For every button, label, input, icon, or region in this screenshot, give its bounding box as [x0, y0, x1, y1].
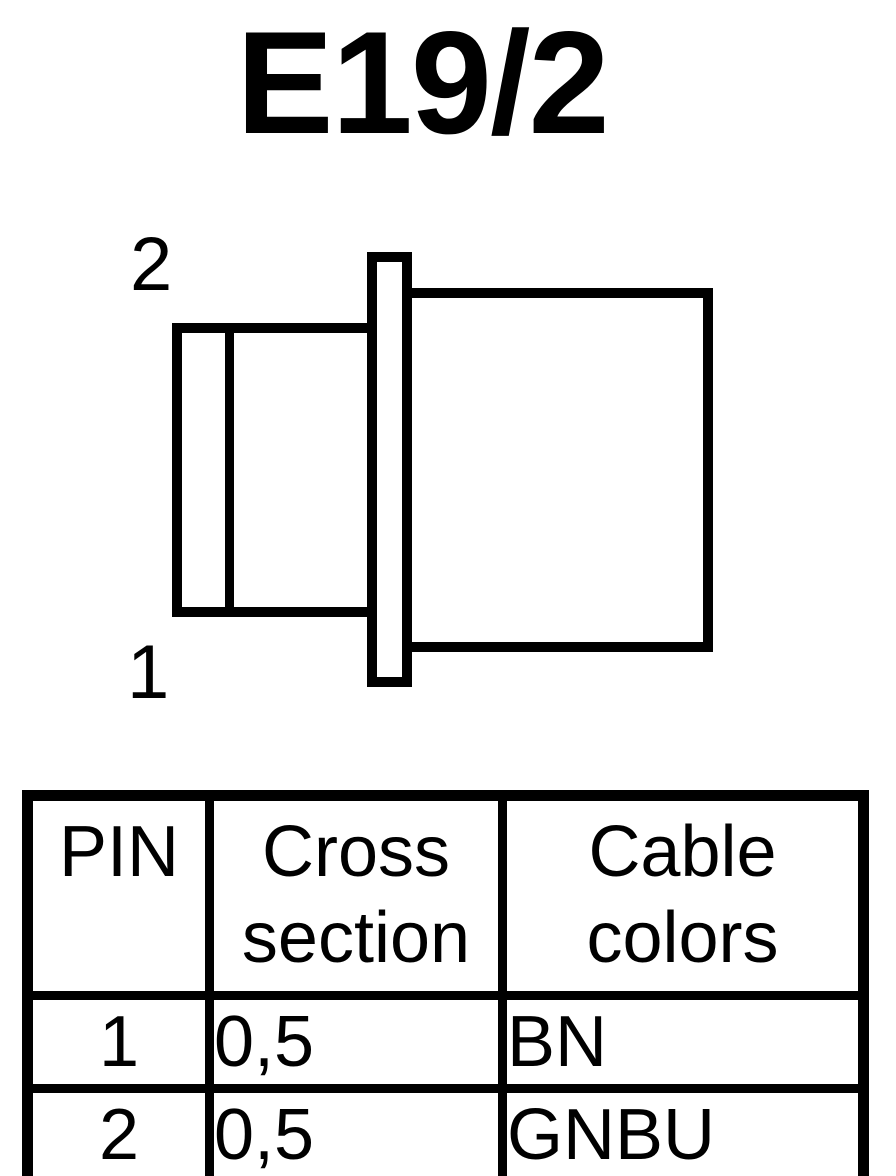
pin-2-cross-section-cell: 0,5 — [205, 1084, 507, 1176]
table-header-row: PIN Cross section Cable colors — [23, 791, 868, 1000]
connector-flange-outline — [367, 252, 412, 687]
column-header-cross-section: Cross section — [205, 791, 507, 1000]
column-header-cable-colors: Cable colors — [498, 791, 868, 1000]
table-row: 1 0,5 BN — [23, 991, 868, 1093]
pin-1-number-cell: 1 — [23, 991, 214, 1093]
pin-1-cross-section-cell: 0,5 — [205, 991, 507, 1093]
cable-entry-divider-line — [225, 333, 234, 607]
connector-figure: 2 1 — [127, 222, 713, 715]
pin-table: PIN Cross section Cable colors 1 0,5 BN … — [22, 790, 869, 1176]
column-header-pin: PIN — [23, 791, 214, 1000]
pin-1-label: 1 — [127, 630, 170, 715]
table-row: 2 0,5 GNBU — [23, 1084, 868, 1176]
pin-2-cable-color-cell: GNBU — [498, 1084, 868, 1176]
pin-2-label: 2 — [130, 222, 173, 307]
pin-2-number-cell: 2 — [23, 1084, 214, 1176]
page-title: E19/2 — [236, 1, 610, 164]
pin-1-cable-color-cell: BN — [498, 991, 868, 1093]
connector-cable-entry-outline — [172, 323, 377, 617]
connector-body-outline — [402, 288, 713, 652]
